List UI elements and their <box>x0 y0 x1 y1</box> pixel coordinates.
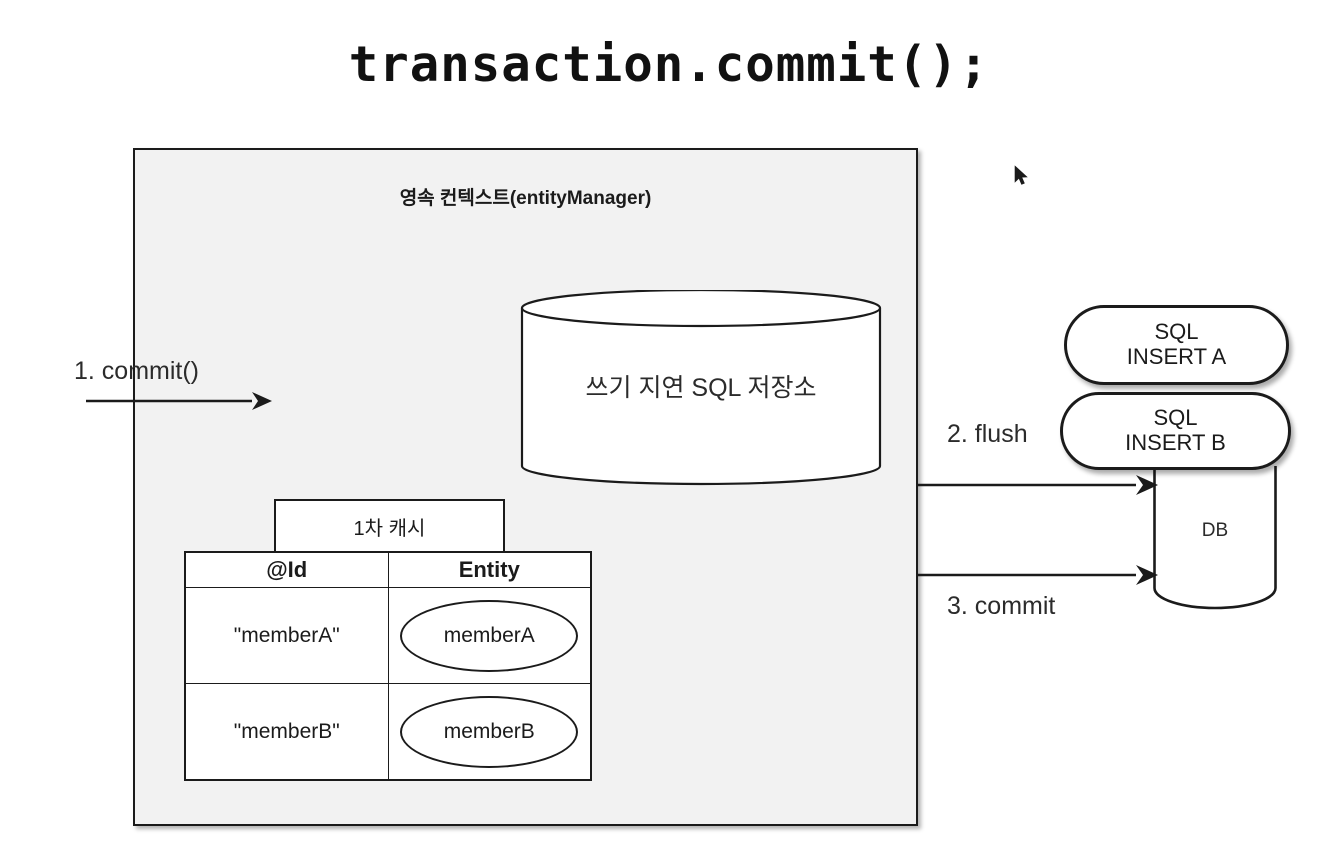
sql-insert-b-pill: SQL INSERT B <box>1060 392 1291 470</box>
flush-arrow-label: 2. flush <box>947 420 1028 448</box>
database-cylinder: DB <box>1152 462 1278 610</box>
sql-store-label: 쓰기 지연 SQL 저장소 <box>585 374 817 402</box>
db-commit-arrow <box>918 565 1158 585</box>
entity-oval: memberA <box>400 599 579 672</box>
commit-arrow <box>86 392 272 410</box>
commit-arrow-label: 1. commit() <box>74 357 199 385</box>
cell-id: "memberA" <box>184 587 389 684</box>
database-cylinder-shape <box>1153 466 1277 610</box>
cell-entity: memberB <box>387 683 592 781</box>
db-commit-arrow-label: 3. commit <box>947 592 1056 620</box>
first-level-cache-tab: 1차 캐시 <box>274 499 505 551</box>
persistence-context-title: 영속 컨텍스트(entityManager) <box>399 188 652 209</box>
cell-id: "memberB" <box>184 683 389 781</box>
mouse-pointer-icon <box>1014 165 1030 187</box>
page-title: transaction.commit(); <box>348 36 990 93</box>
table-header-row: @Id Entity <box>184 551 592 588</box>
sql-insert-a-pill: SQL INSERT A <box>1064 305 1289 385</box>
sql-pill-b-line2: INSERT B <box>1125 430 1226 455</box>
column-header-id: @Id <box>184 551 389 588</box>
sql-pill-b-line1: SQL <box>1153 405 1198 431</box>
sql-pill-a-line2: INSERT A <box>1126 344 1227 369</box>
write-behind-sql-store: 쓰기 지연 SQL 저장소 <box>520 290 882 486</box>
database-label: DB <box>1201 520 1229 541</box>
sql-store-cylinder-shape <box>520 290 882 486</box>
sql-pill-a-line1: SQL <box>1154 319 1199 345</box>
first-level-cache-table: @Id Entity "memberA" memberA "memberB" m… <box>184 551 592 781</box>
table-row: "memberA" memberA <box>184 587 592 684</box>
flush-arrow <box>918 475 1158 495</box>
cell-entity: memberA <box>387 587 592 684</box>
table-row: "memberB" memberB <box>184 683 592 781</box>
entity-oval: memberB <box>400 695 579 768</box>
column-header-entity: Entity <box>387 551 592 588</box>
